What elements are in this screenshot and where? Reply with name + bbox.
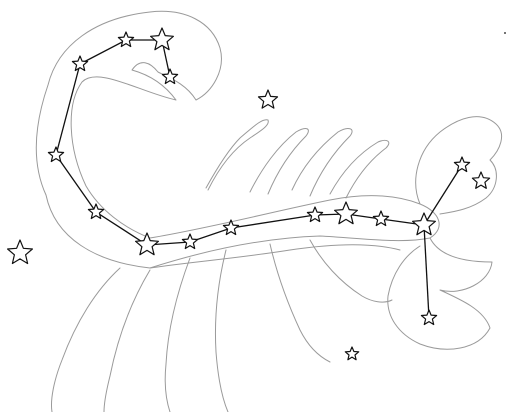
constellation-lines xyxy=(56,40,462,318)
star-icon xyxy=(182,234,197,249)
star-icon xyxy=(259,90,278,108)
star-icon xyxy=(136,233,159,255)
leg-10-outline xyxy=(310,240,392,302)
lower-claw-outline xyxy=(388,238,492,349)
leg-2-outline xyxy=(250,129,308,194)
leg-6-outline xyxy=(104,270,150,412)
leg-9-outline xyxy=(270,244,330,362)
leg-8-outline xyxy=(215,250,228,412)
upper-claw-line xyxy=(424,165,462,225)
leg-5-outline xyxy=(51,268,120,412)
star-icon xyxy=(72,56,87,71)
star-icon xyxy=(8,240,33,264)
stars-layer xyxy=(8,28,506,360)
leg-3-outline xyxy=(292,129,352,196)
star-icon xyxy=(223,220,238,235)
leg-7-outline xyxy=(165,258,190,412)
star-icon xyxy=(472,172,489,188)
star-icon xyxy=(307,207,322,222)
star-icon xyxy=(421,310,436,325)
star-icon xyxy=(151,28,174,50)
star-icon xyxy=(373,211,388,226)
leg-4-outline xyxy=(330,140,389,198)
tail-line xyxy=(56,40,424,245)
star-icon xyxy=(118,32,133,47)
body-outline xyxy=(150,196,439,268)
star-icon xyxy=(345,347,358,360)
speck-mark xyxy=(504,32,506,34)
leg-1-outline xyxy=(206,120,268,190)
star-icon xyxy=(335,202,358,224)
star-icon xyxy=(454,157,469,172)
star-icon xyxy=(48,147,63,162)
